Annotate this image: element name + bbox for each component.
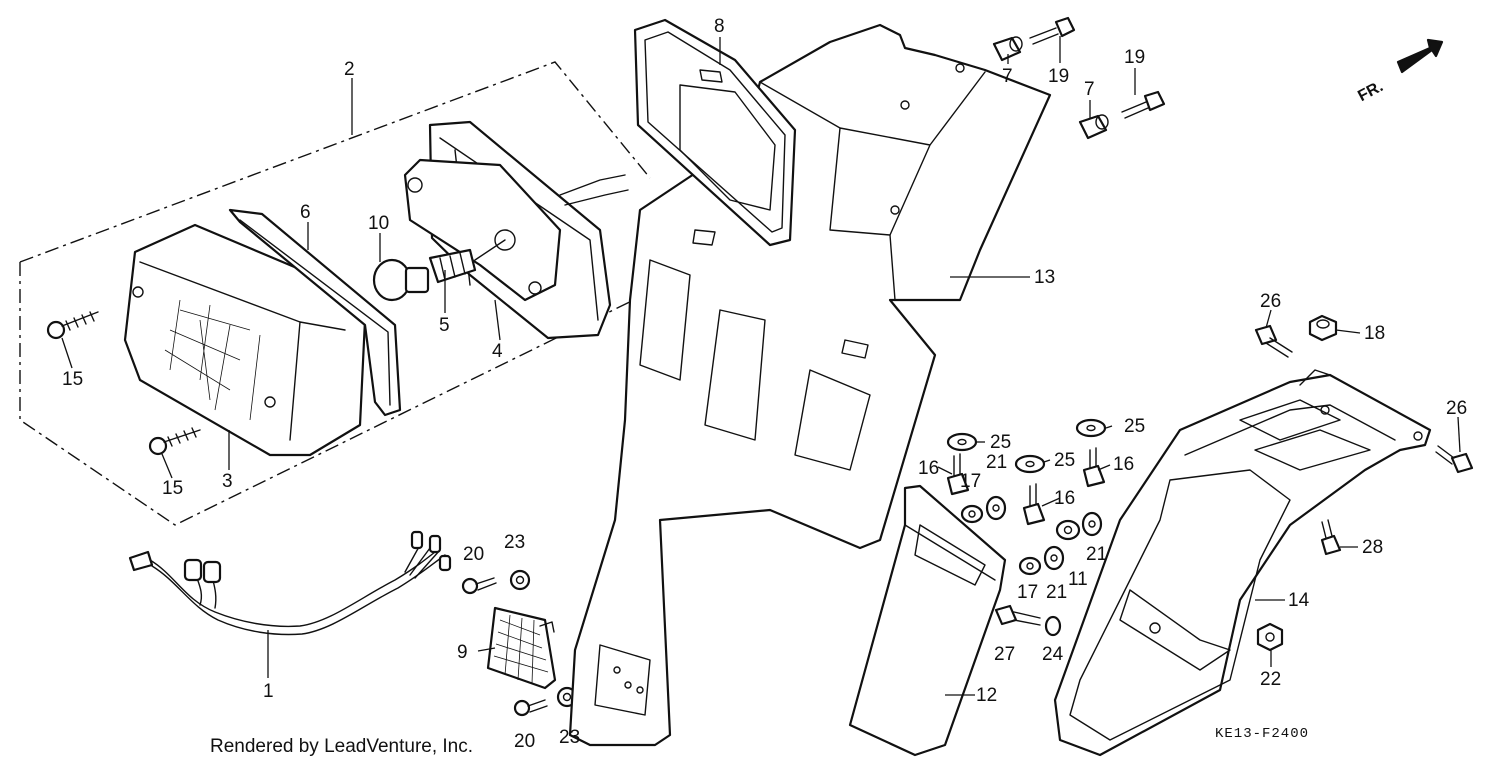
collar-7-upper — [992, 36, 1023, 62]
bolt-26-upper — [1254, 324, 1293, 358]
callout-23a: 23 — [504, 532, 525, 553]
callout-14: 14 — [1288, 590, 1310, 611]
callout-16c: 16 — [1054, 488, 1075, 509]
callout-8: 8 — [714, 16, 725, 37]
reflector — [486, 606, 557, 690]
callout-11: 11 — [1068, 569, 1088, 590]
nut-23-upper — [509, 569, 531, 591]
rear-fender-bracket — [568, 23, 1052, 747]
taillight-lens — [123, 223, 367, 457]
collar-17-upper — [960, 504, 984, 524]
front-direction-arrow-icon — [1396, 38, 1444, 74]
callout-13: 13 — [1034, 267, 1055, 288]
callout-15b: 15 — [162, 478, 183, 499]
washer-25-c — [1014, 454, 1046, 474]
callout-16b: 16 — [1113, 454, 1134, 475]
washer-24 — [1044, 615, 1062, 637]
callout-20a: 20 — [463, 544, 484, 565]
callout-25c: 25 — [1054, 450, 1075, 471]
callout-9: 9 — [457, 642, 468, 663]
lens-gasket — [228, 208, 402, 417]
collar-21-a — [985, 495, 1007, 521]
screw-lower — [148, 427, 201, 456]
credit-text: Rendered by LeadVenture, Inc. — [210, 736, 473, 757]
callout-7b: 7 — [1084, 79, 1095, 100]
bolt-16-left — [946, 453, 970, 496]
nut-18 — [1308, 314, 1338, 342]
callout-6: 6 — [300, 202, 311, 223]
callout-26b: 26 — [1446, 398, 1467, 419]
callout-21c: 21 — [1086, 544, 1107, 565]
callout-7a: 7 — [1002, 66, 1013, 87]
callout-27: 27 — [994, 644, 1015, 665]
callout-21a: 21 — [986, 452, 1007, 473]
callout-16a: 16 — [918, 458, 939, 479]
callout-5: 5 — [439, 315, 450, 336]
callout-22: 22 — [1260, 669, 1281, 690]
taillight-assembly-outline — [19, 61, 651, 526]
callout-1: 1 — [263, 681, 274, 702]
bolt-20-upper — [461, 577, 497, 595]
bolt-26-right — [1435, 445, 1474, 474]
bolt-28 — [1320, 519, 1342, 556]
callout-18: 18 — [1364, 323, 1385, 344]
fender-stay — [1053, 369, 1432, 757]
screw-upper — [46, 311, 99, 340]
callout-25b: 25 — [1124, 416, 1145, 437]
callout-17b: 17 — [1017, 582, 1038, 603]
callout-24: 24 — [1042, 644, 1064, 665]
leader-lines — [61, 36, 1461, 696]
bulb — [372, 258, 430, 302]
callout-4: 4 — [492, 341, 503, 362]
callout-3: 3 — [222, 471, 233, 492]
diagram-code: KE13-F2400 — [1215, 726, 1309, 742]
bolt-19-lower — [1121, 90, 1166, 119]
direction-label: FR. — [1355, 78, 1386, 105]
callout-23b: 23 — [559, 727, 580, 748]
license-plate-frame — [633, 18, 797, 247]
collar-21-b — [1043, 545, 1065, 571]
bolt-16-mid — [1022, 483, 1046, 526]
taillight-base — [403, 120, 629, 340]
callout-17a: 17 — [960, 471, 981, 492]
callout-28: 28 — [1362, 537, 1383, 558]
collar-17-lower — [1018, 556, 1042, 576]
bolt-16-right — [1082, 447, 1106, 488]
mud-flap — [848, 484, 1007, 757]
callout-25a: 25 — [990, 432, 1011, 453]
callout-labels: 1 2 3 4 5 6 7 7 8 9 10 11 12 13 14 15 15… — [62, 16, 1467, 752]
callout-10: 10 — [368, 213, 389, 234]
bulb-socket — [428, 239, 506, 284]
callout-15a: 15 — [62, 369, 83, 390]
collar-11 — [1055, 519, 1081, 541]
callout-12: 12 — [976, 685, 997, 706]
collar-7-lower — [1078, 114, 1109, 140]
bolt-27 — [994, 604, 1041, 626]
washer-25-a — [946, 432, 978, 452]
bolt-19-upper — [1029, 16, 1076, 45]
wire-harness — [128, 530, 452, 636]
callout-19a: 19 — [1048, 66, 1069, 87]
callout-20b: 20 — [514, 731, 535, 752]
callout-19b: 19 — [1124, 47, 1145, 68]
bolt-20-lower — [513, 699, 548, 717]
callout-2: 2 — [344, 59, 355, 80]
washer-25-b — [1075, 418, 1107, 438]
callout-21b: 21 — [1046, 582, 1067, 603]
nut-22 — [1256, 622, 1284, 652]
collar-21-c — [1081, 511, 1103, 537]
callout-26a: 26 — [1260, 291, 1281, 312]
